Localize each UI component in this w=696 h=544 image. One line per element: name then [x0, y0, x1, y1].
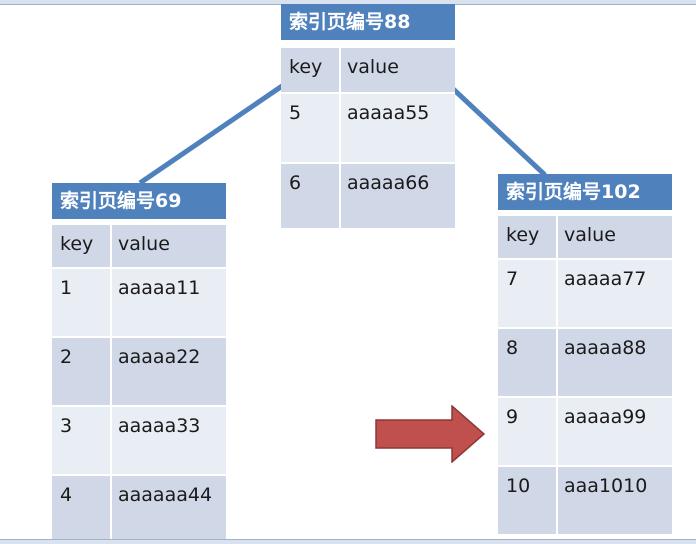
table-row: 3 aaaaa33	[52, 407, 226, 476]
table-row: 4 aaaaaa44	[52, 476, 226, 540]
value-cell: aaa1010	[564, 475, 648, 497]
key-cell: 6	[289, 172, 302, 194]
key-cell: 10	[506, 475, 531, 497]
key-cell: 1	[60, 277, 73, 299]
page-title: 索引页编号88	[281, 4, 455, 40]
key-cell: 7	[506, 268, 519, 290]
key-cell: 8	[506, 337, 519, 359]
value-cell: aaaaa22	[118, 346, 201, 368]
value-header: value	[118, 233, 170, 255]
connector-root-to-left	[138, 81, 287, 186]
header-row: key value	[52, 225, 226, 269]
value-cell: aaaaa88	[564, 337, 647, 359]
value-cell: aaaaa77	[564, 268, 647, 290]
key-cell: 4	[60, 484, 73, 506]
key-cell: 5	[289, 102, 302, 124]
value-cell: aaaaaa44	[118, 484, 213, 506]
key-header: key	[506, 224, 540, 246]
table-row: 2 aaaaa22	[52, 338, 226, 407]
table-row: 10 aaa1010	[498, 467, 672, 534]
key-header: key	[289, 56, 323, 78]
value-cell: aaaaa55	[347, 102, 430, 124]
index-page-left: 索引页编号69 key value 1 aaaaa11 2 aaaaa22 3 …	[52, 183, 226, 540]
key-cell: 9	[506, 406, 519, 428]
page-title: 索引页编号69	[52, 183, 226, 219]
value-cell: aaaaa99	[564, 406, 647, 428]
table-row: 6 aaaaa66	[281, 164, 455, 228]
value-header: value	[347, 56, 399, 78]
value-cell: aaaaa66	[347, 172, 430, 194]
connector-root-to-right	[448, 84, 547, 177]
key-cell: 2	[60, 346, 73, 368]
table-row: 5 aaaaa55	[281, 94, 455, 164]
index-page-right: 索引页编号102 key value 7 aaaaa77 8 aaaaa88 9…	[498, 174, 672, 534]
bottom-border	[0, 539, 696, 544]
page-title: 索引页编号102	[498, 174, 672, 210]
table-row: 1 aaaaa11	[52, 269, 226, 338]
key-cell: 3	[60, 415, 73, 437]
value-cell: aaaaa33	[118, 415, 201, 437]
header-row: key value	[281, 48, 455, 94]
table-row: 8 aaaaa88	[498, 329, 672, 398]
value-cell: aaaaa11	[118, 277, 201, 299]
index-page-root: 索引页编号88 key value 5 aaaaa55 6 aaaaa66	[281, 4, 455, 228]
table-row: 7 aaaaa77	[498, 260, 672, 329]
table-row: 9 aaaaa99	[498, 398, 672, 467]
value-header: value	[564, 224, 616, 246]
right-arrow-icon	[375, 405, 485, 463]
header-row: key value	[498, 216, 672, 260]
key-header: key	[60, 233, 94, 255]
